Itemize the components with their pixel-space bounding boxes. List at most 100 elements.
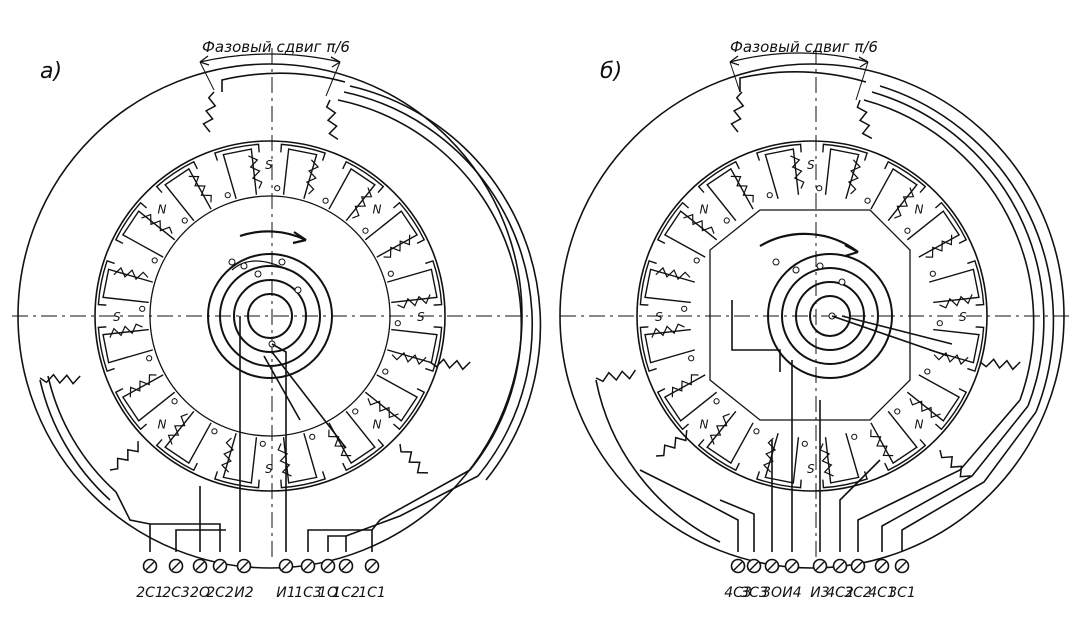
pole-polarity-label: N xyxy=(158,203,167,217)
phase-shift-arc xyxy=(199,53,341,63)
pole-coil xyxy=(305,159,320,195)
pole-tooth xyxy=(387,268,438,304)
phase-shift-label: Фазовый сдвиг π/6 xyxy=(202,38,350,56)
bus-wire xyxy=(857,399,1021,552)
coil-terminal xyxy=(753,428,760,435)
pole-shoe xyxy=(656,388,690,431)
lead-wire xyxy=(841,315,953,345)
pole-shoe xyxy=(697,438,740,472)
phase-shift-arrowhead xyxy=(858,56,869,68)
pole-polarity-label: S xyxy=(807,158,815,172)
pole-shoe xyxy=(155,438,198,472)
coil-terminal xyxy=(181,217,188,224)
ring-tap xyxy=(792,266,800,274)
terminal-label: 3O xyxy=(762,585,782,601)
pole-polarity-label: N xyxy=(158,417,167,431)
terminal-screw-slot xyxy=(341,561,351,571)
coil-terminal xyxy=(274,185,281,192)
pole-coil xyxy=(277,443,292,477)
pole-coil xyxy=(352,187,373,219)
terminal-screw-slot xyxy=(853,561,863,571)
pole-coil xyxy=(188,175,212,203)
terminal-label: И3 xyxy=(810,585,829,601)
coil-terminal xyxy=(151,257,158,264)
terminal-label: 1C2 xyxy=(332,585,360,601)
pole-shoe xyxy=(884,438,927,472)
pole-shoe xyxy=(656,201,690,244)
bus-wire xyxy=(839,459,881,552)
pole-tooth xyxy=(121,374,176,422)
pole-tooth xyxy=(282,148,318,199)
ring-tap xyxy=(278,258,286,266)
ring-tap xyxy=(772,258,780,266)
pole-shoe xyxy=(967,259,985,306)
pole-tooth xyxy=(364,374,419,422)
stator-bore-circle xyxy=(636,140,988,492)
bus-wire xyxy=(327,535,347,552)
outer-winding-arc xyxy=(337,99,523,471)
phase-shift-leader xyxy=(199,61,215,91)
coil-terminal xyxy=(394,320,401,327)
rotor-yoke-polygon xyxy=(709,209,911,421)
pole-tooth xyxy=(387,328,438,364)
terminal-screw-slot xyxy=(281,561,291,571)
pole-tooth xyxy=(222,148,258,199)
outer-winding-arc xyxy=(595,379,721,543)
terminal-label: 4C1 xyxy=(868,585,896,601)
pole-tooth xyxy=(222,433,258,484)
pole-polarity-label: S xyxy=(417,310,425,324)
terminal-screw-slot xyxy=(171,561,181,571)
pole-polarity-label: S xyxy=(265,462,273,476)
stator-bore-circle xyxy=(94,140,446,492)
coil-terminal xyxy=(146,355,153,362)
ring-tap xyxy=(240,262,248,270)
shaft xyxy=(247,293,293,339)
bus-wire xyxy=(307,529,373,552)
pole-shoe xyxy=(884,160,927,194)
pole-shoe xyxy=(97,259,115,306)
pole-shoe xyxy=(755,471,802,489)
phase-shift-arrowhead xyxy=(330,56,341,68)
stator-coil xyxy=(202,91,217,133)
pole-shoe xyxy=(822,143,869,161)
bus-wire xyxy=(639,469,739,552)
pole-coil xyxy=(655,266,691,281)
slip-ring-outer xyxy=(207,253,333,379)
stator-coil xyxy=(109,441,139,471)
phase-shift-leader xyxy=(729,61,741,93)
pole-shoe xyxy=(934,388,968,431)
terminal-label: 2O xyxy=(190,585,210,601)
pole-polarity-label: S xyxy=(113,310,121,324)
lead-wire xyxy=(831,315,949,357)
terminal-label: 4C2 xyxy=(826,585,854,601)
lead-wire xyxy=(271,351,347,449)
bus-wire xyxy=(371,469,471,531)
pole-coil xyxy=(939,294,973,309)
stator-coil xyxy=(429,358,471,371)
pole-tooth xyxy=(121,210,176,258)
bus-wire xyxy=(901,411,1037,552)
pole-tooth xyxy=(706,167,754,222)
pole-coil xyxy=(730,175,754,203)
stator-coil xyxy=(655,430,688,457)
terminal-label: 2C3 xyxy=(162,585,190,601)
ring-tap xyxy=(838,278,846,286)
pole-shoe xyxy=(280,471,327,489)
pole-coil xyxy=(894,187,915,219)
pole-polarity-label: N xyxy=(914,417,923,431)
pole-shoe xyxy=(425,326,443,373)
pole-coil xyxy=(762,437,777,473)
coil-terminal xyxy=(224,192,231,199)
phase-shift-arrowhead xyxy=(729,55,740,66)
pole-coil xyxy=(367,398,399,419)
pole-coil xyxy=(671,374,699,398)
pole-shoe xyxy=(213,471,260,489)
outer-winding-arc xyxy=(739,71,867,92)
bus-wire xyxy=(719,499,755,552)
phase-shift-leader xyxy=(325,61,341,97)
terminal-screw-slot xyxy=(835,561,845,571)
stator-coil xyxy=(39,373,81,385)
coil-terminal xyxy=(211,428,218,435)
slip-ring-middle xyxy=(781,267,879,365)
